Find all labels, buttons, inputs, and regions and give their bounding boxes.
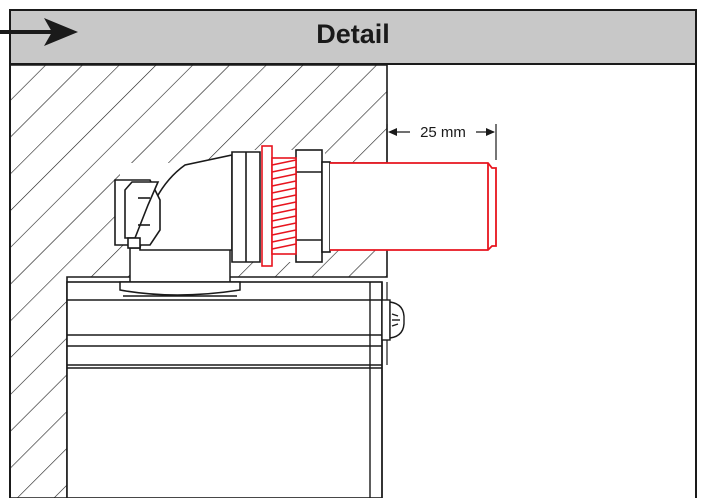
dimension-25mm: 25 mm: [386, 124, 497, 160]
side-bolt: [381, 299, 405, 341]
hex-nut: [295, 149, 331, 263]
elbow-fitting: [114, 151, 261, 263]
threaded-connector: [261, 145, 297, 267]
header-bar: Detail: [9, 9, 697, 65]
protruding-pipe: [330, 162, 497, 251]
enclosure-box: [66, 281, 388, 498]
fitting-base: [119, 247, 241, 297]
page-title: Detail: [316, 19, 390, 49]
arrow-right-icon: [0, 18, 78, 46]
dimension-label: 25 mm: [420, 124, 466, 141]
